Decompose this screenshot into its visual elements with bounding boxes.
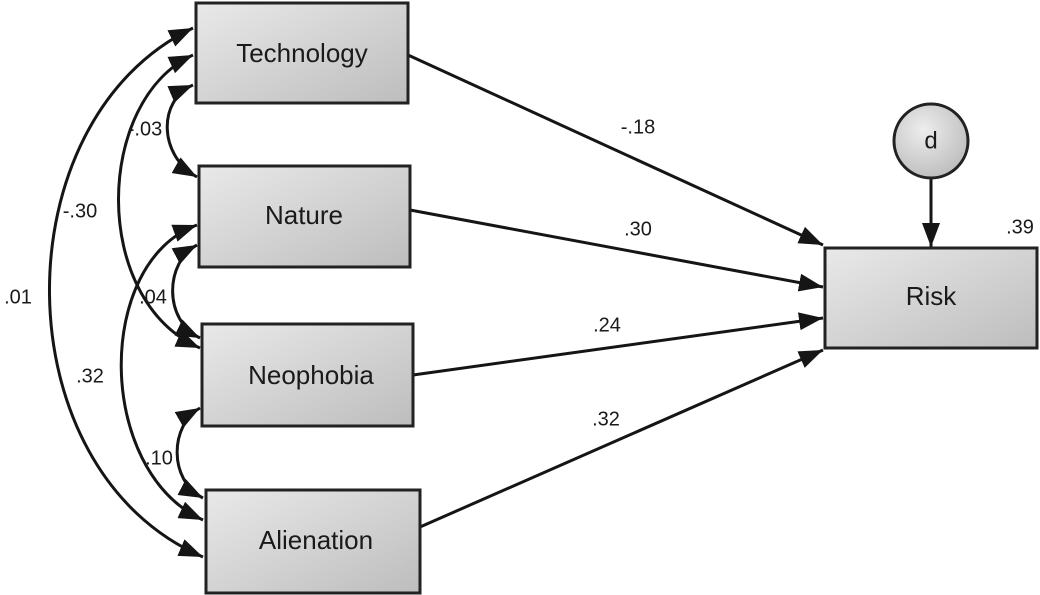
- correlation-neophobia-alienation: [174, 406, 204, 500]
- corr-nature-neophobia: .04: [139, 286, 167, 308]
- corr-nature-alienation: .32: [76, 365, 104, 387]
- path-nature-risk: [409, 208, 824, 292]
- correlation-nature-neophobia: [171, 243, 201, 340]
- node-neophobia: Neophobia: [200, 322, 415, 428]
- node-disturbance: d: [892, 102, 970, 180]
- correlation-technology-nature: [165, 83, 198, 179]
- path-alienation-risk: [419, 348, 824, 529]
- coef-alienation-risk: .32: [592, 408, 620, 430]
- coef-neophobia-risk: .24: [593, 314, 621, 336]
- coef-nature-risk: .30: [624, 218, 652, 240]
- path-neophobia-risk: [412, 312, 824, 377]
- node-technology: Technology: [194, 1, 410, 105]
- node-alienation-label: Alienation: [259, 525, 373, 555]
- correlation-technology-alienation: [48, 26, 204, 559]
- node-disturbance-label: d: [924, 127, 937, 154]
- correlation-technology-neophobia: [117, 53, 201, 350]
- r-squared-risk: .39: [1006, 216, 1034, 238]
- correlation-nature-alienation: [119, 223, 204, 522]
- coef-technology-risk: -.18: [621, 116, 655, 138]
- corr-technology-nature: -.03: [128, 118, 162, 140]
- corr-technology-alienation: .01: [4, 286, 32, 308]
- corr-neophobia-alienation: .10: [145, 447, 173, 469]
- path-technology-risk: [407, 53, 824, 247]
- node-technology-label: Technology: [236, 38, 368, 68]
- corr-technology-neophobia: -.30: [63, 200, 97, 222]
- node-neophobia-label: Neophobia: [248, 360, 374, 390]
- node-risk: Risk: [823, 246, 1039, 350]
- node-nature-label: Nature: [265, 200, 343, 230]
- node-alienation: Alienation: [204, 488, 422, 595]
- node-nature: Nature: [197, 164, 412, 269]
- node-risk-label: Risk: [906, 281, 958, 311]
